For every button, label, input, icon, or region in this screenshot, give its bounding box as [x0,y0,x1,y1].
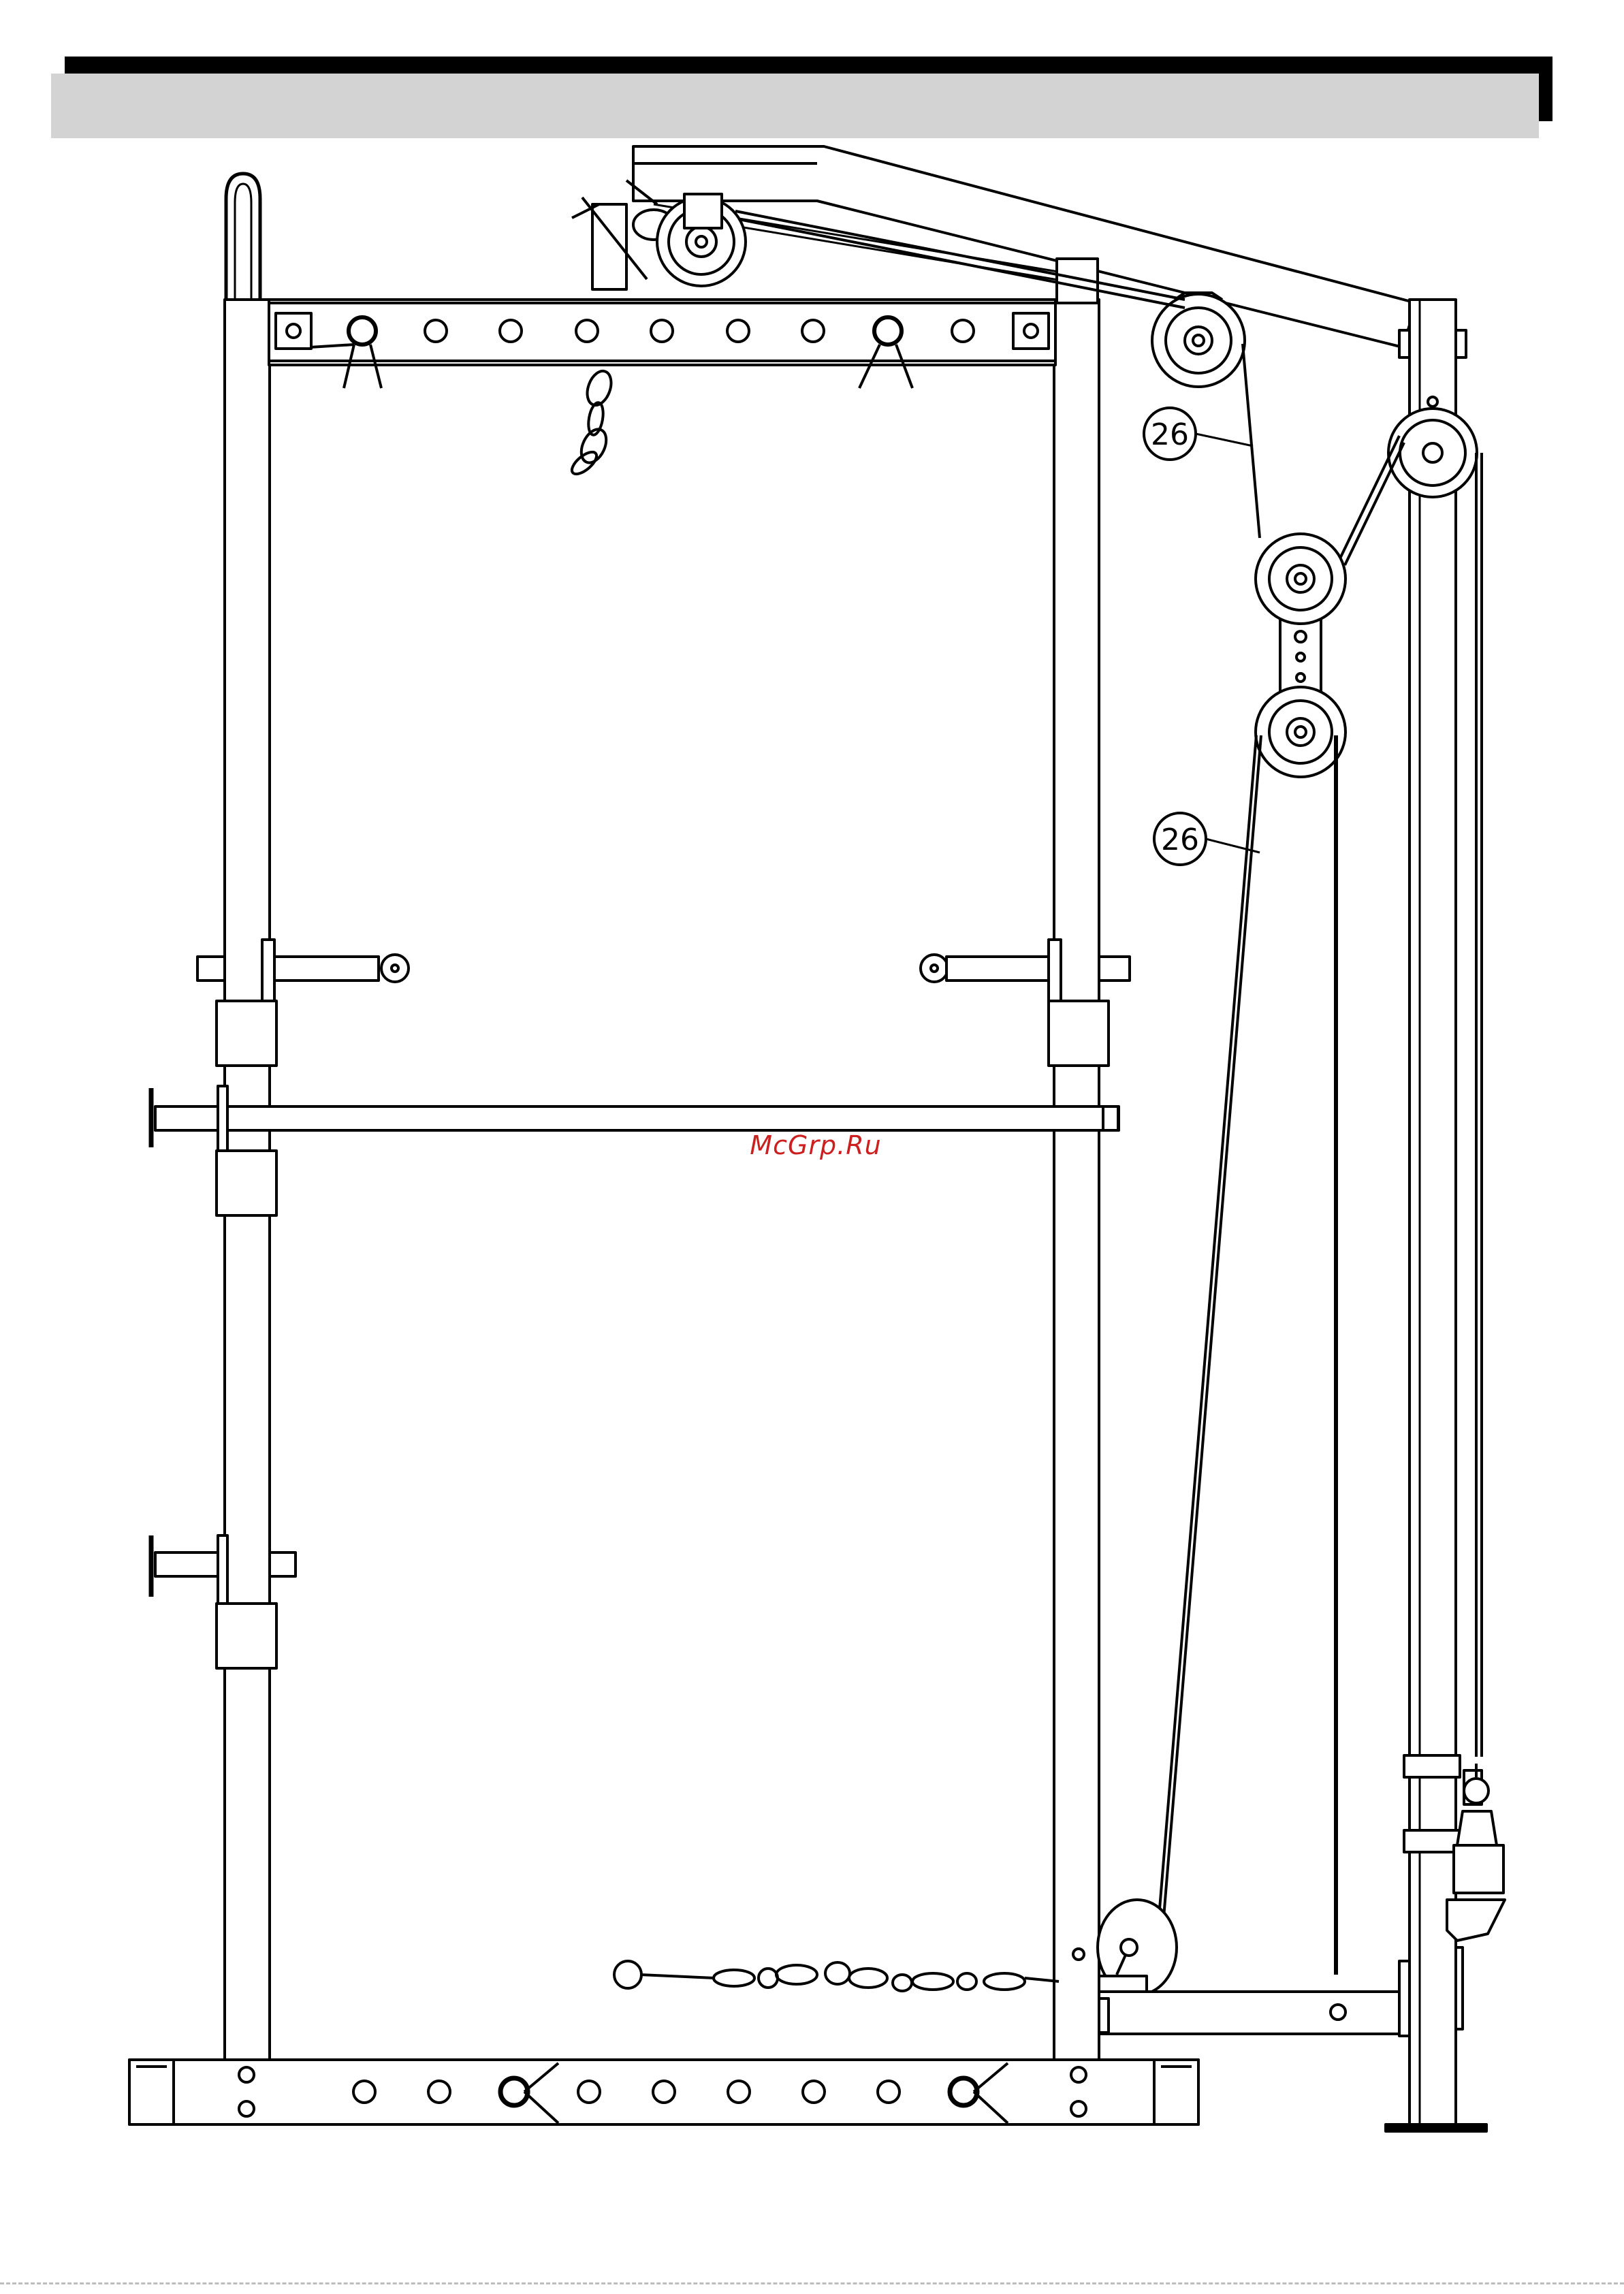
bolt-hole [1073,1949,1084,1960]
bottom-chain [614,1961,1059,1991]
top-chain [569,368,616,478]
j-hook-right [921,940,1130,1066]
pulley-low [1098,1900,1177,2003]
top-handle [226,174,260,300]
callout-26-lower-label: 26 [1161,823,1199,857]
storage-peg [151,1535,296,1668]
callout-26-upper-label: 26 [1151,417,1189,452]
right-upright [1054,300,1099,2124]
safety-bar [151,1086,1119,1215]
watermark-text: McGrp.Ru [750,1130,881,1160]
top-crossbar [269,300,1055,388]
cables [735,211,1482,1975]
footer-divider [0,2282,1624,2284]
bottom-base [129,2060,1198,2124]
pulley-top-mid [1152,293,1245,387]
rear-upright [1410,300,1456,2131]
pulley-rear [1388,409,1477,497]
floating-pulley-block [1256,534,1346,777]
